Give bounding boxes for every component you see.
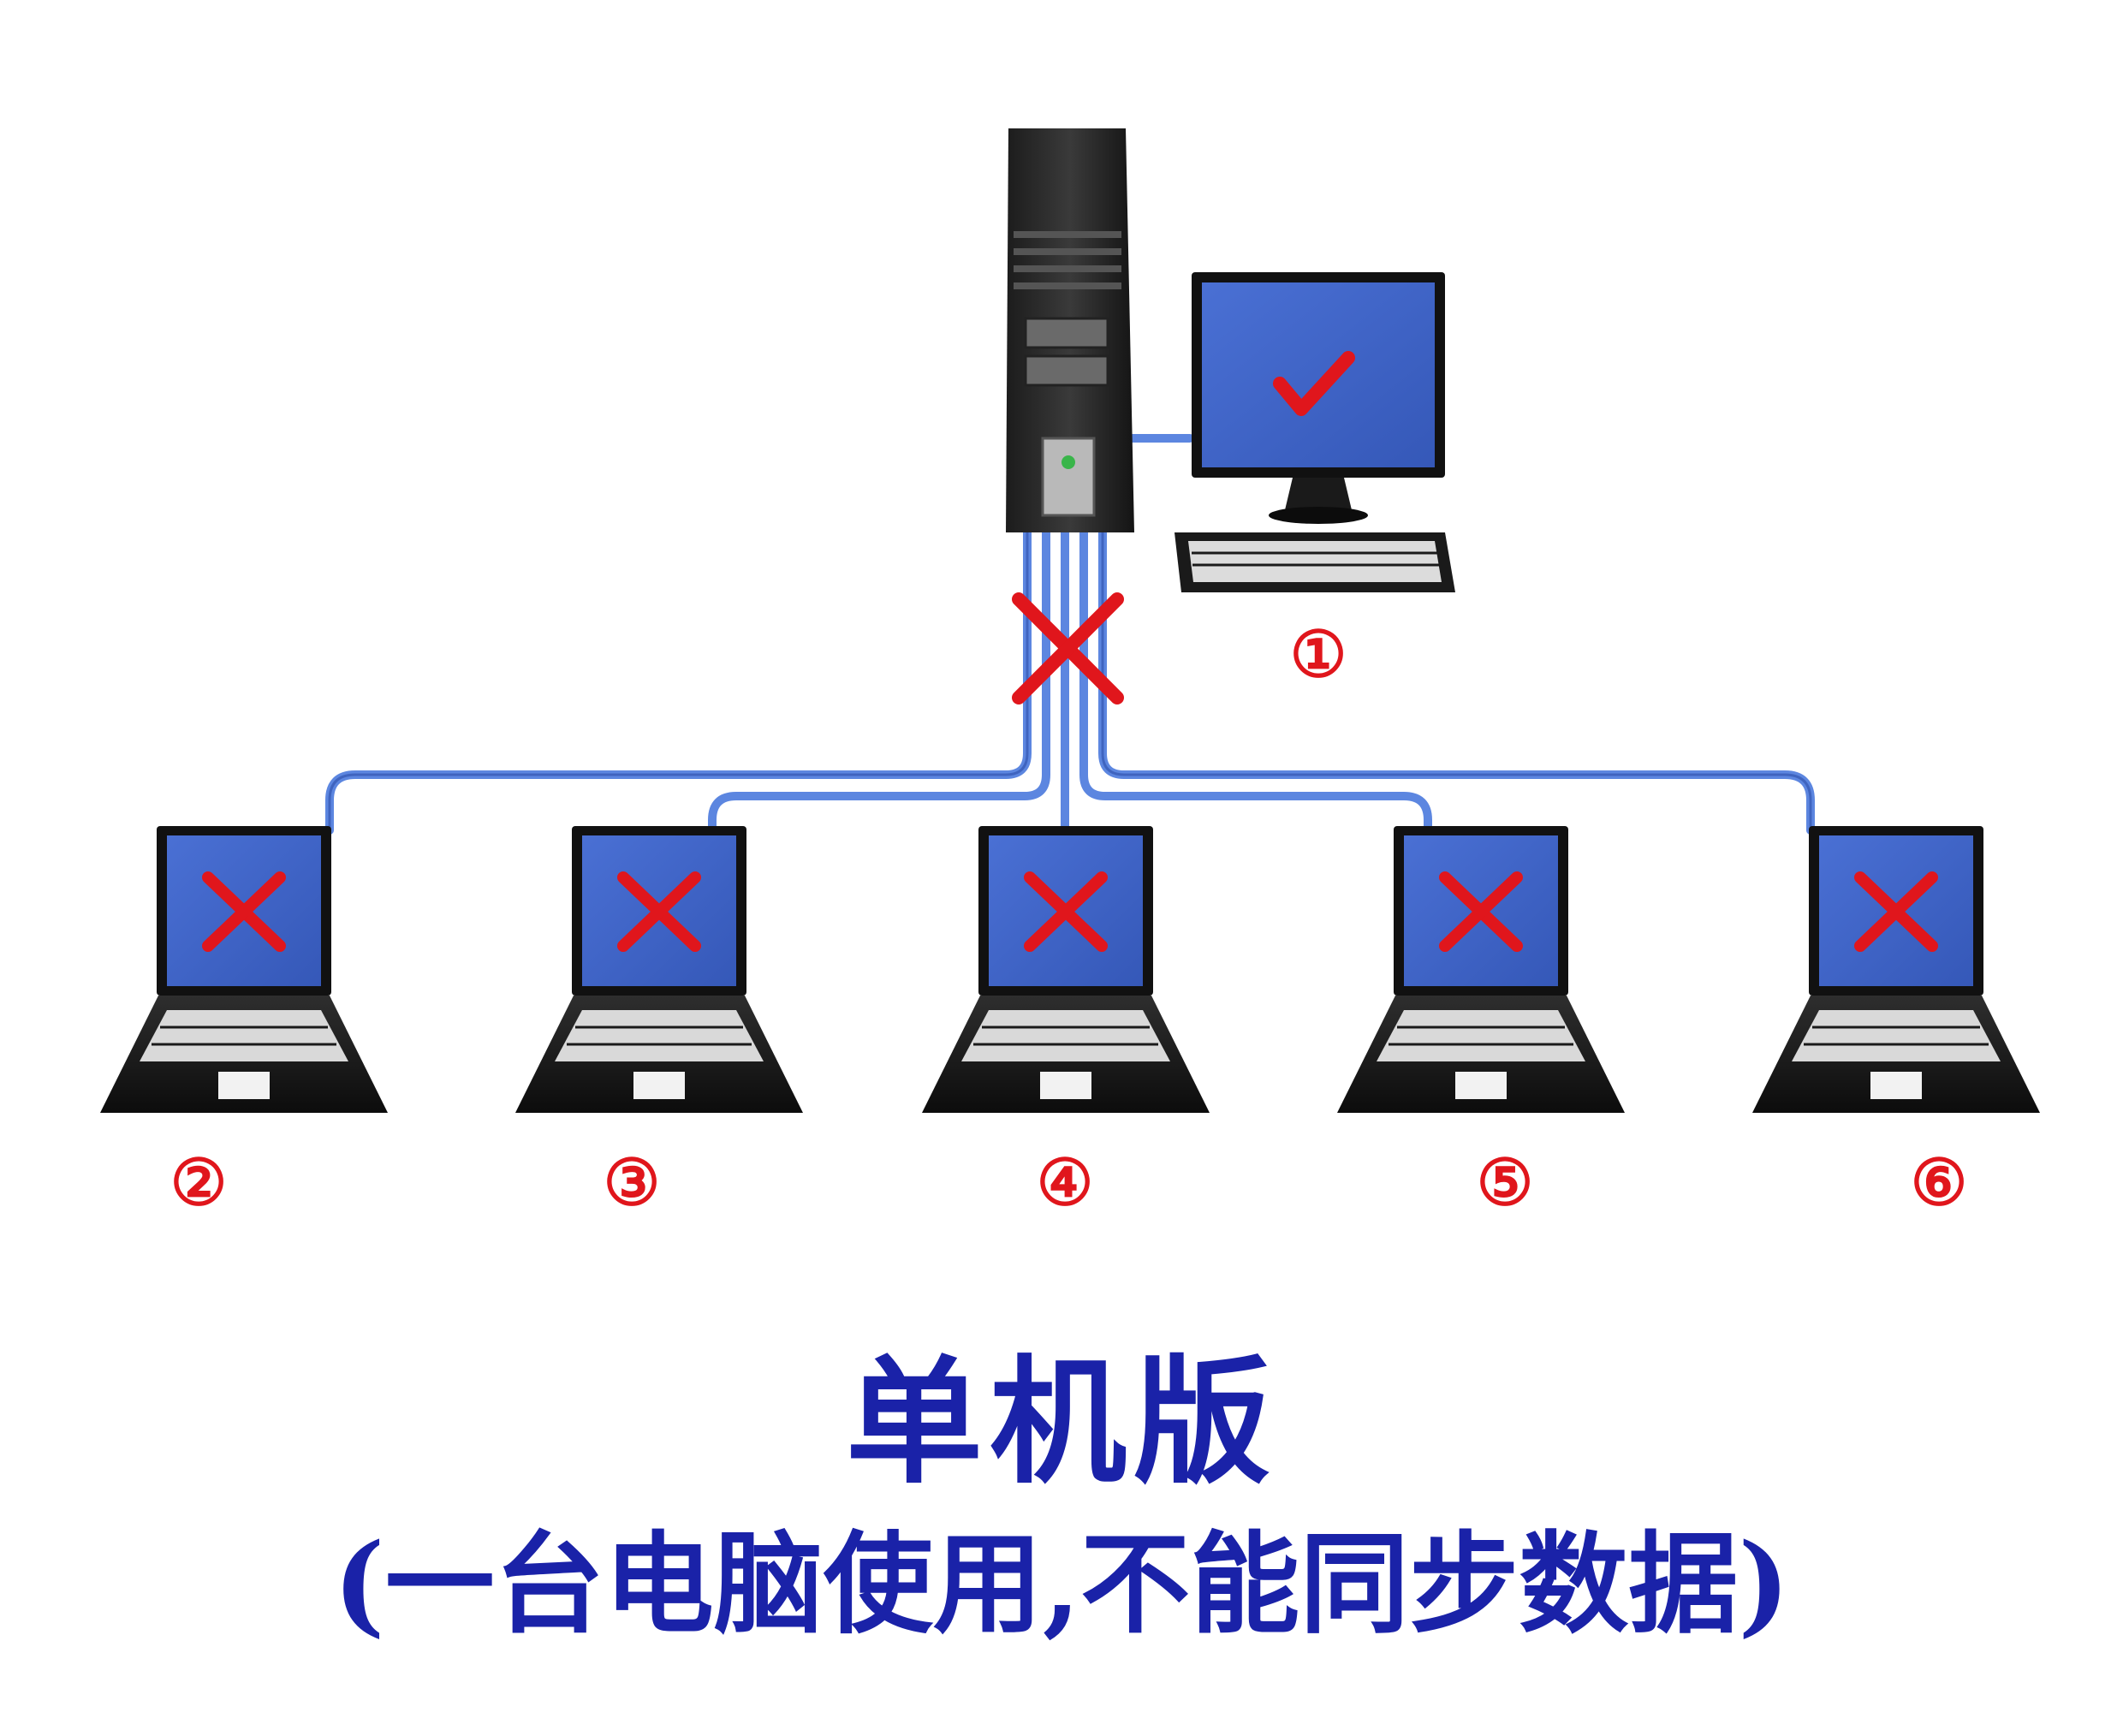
check-mark-icon bbox=[1273, 351, 1355, 416]
cross-mark-icon bbox=[1854, 871, 1938, 952]
client-label: ④ bbox=[1037, 1146, 1093, 1220]
laptop-client: ② bbox=[100, 826, 388, 1220]
laptop-client: ⑥ bbox=[1752, 826, 2040, 1220]
cross-mark-icon bbox=[1024, 871, 1108, 952]
client-laptops: ② ③ ④ ⑤ ⑥ bbox=[100, 826, 2040, 1220]
desktop-monitor bbox=[1192, 272, 1445, 524]
diagram-title: 单机版 bbox=[845, 1341, 1277, 1502]
laptop-client: ③ bbox=[515, 826, 803, 1220]
cross-mark-icon bbox=[202, 871, 286, 952]
server-label: ① bbox=[1290, 618, 1347, 692]
client-label: ⑥ bbox=[1911, 1146, 1967, 1220]
desktop-keyboard bbox=[1174, 532, 1455, 592]
cross-mark-icon bbox=[1012, 592, 1124, 705]
cross-mark-icon bbox=[617, 871, 701, 952]
laptop-client: ④ bbox=[922, 826, 1210, 1220]
client-label: ③ bbox=[604, 1146, 660, 1220]
client-label: ⑤ bbox=[1477, 1146, 1533, 1220]
pc-tower bbox=[1006, 128, 1134, 532]
diagram-subtitle: (一台电脑使用,不能同步数据) bbox=[333, 1520, 1790, 1649]
server-desktop: ① bbox=[1006, 128, 1455, 692]
cross-mark-icon bbox=[1439, 871, 1523, 952]
laptop-client: ⑤ bbox=[1337, 826, 1625, 1220]
client-label: ② bbox=[170, 1146, 227, 1220]
